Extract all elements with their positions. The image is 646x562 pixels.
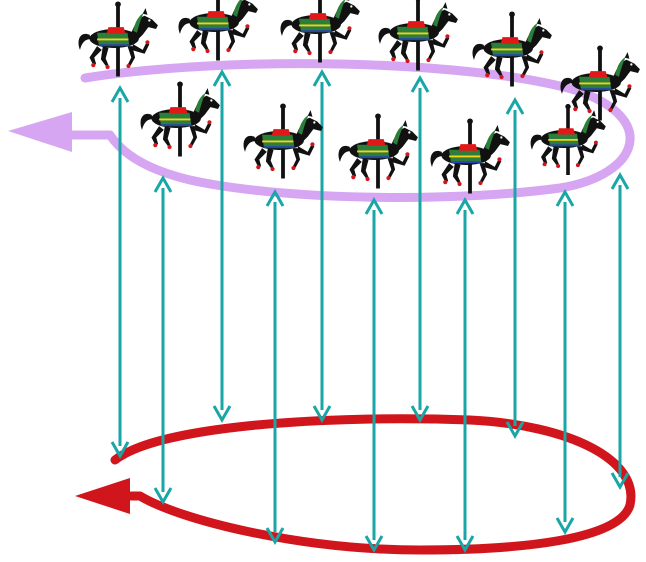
carousel-horse-icon [139,80,221,158]
upper-track-arrowhead [8,112,72,152]
double-headed-arrow-icon [505,96,525,440]
double-headed-arrow-icon [410,74,430,424]
carousel-horse-icon [377,0,459,72]
double-headed-arrow-icon [265,188,285,546]
carousel-horse-icon [77,0,159,78]
double-headed-arrow-icon [212,68,232,424]
carousel-horse-icon [337,112,419,190]
upper-track-path [50,59,635,202]
double-headed-arrow-icon [364,196,384,554]
lower-track-path [105,414,636,555]
carousel-horse-icon [529,103,607,176]
carousel-horse-icon [279,0,361,64]
lower-track-arrowhead [75,478,130,514]
double-headed-arrow-icon [455,196,475,554]
carousel-horse-icon [429,117,511,195]
double-headed-arrow-icon [312,68,332,424]
double-headed-arrow-icon [555,188,575,536]
double-headed-arrow-icon [110,84,130,460]
double-headed-arrow-icon [153,174,173,506]
double-headed-arrow-icon [610,171,630,491]
carousel-horse-icon [177,0,259,62]
carousel-horse-icon [242,102,324,180]
carousel-horse-icon [559,44,641,122]
